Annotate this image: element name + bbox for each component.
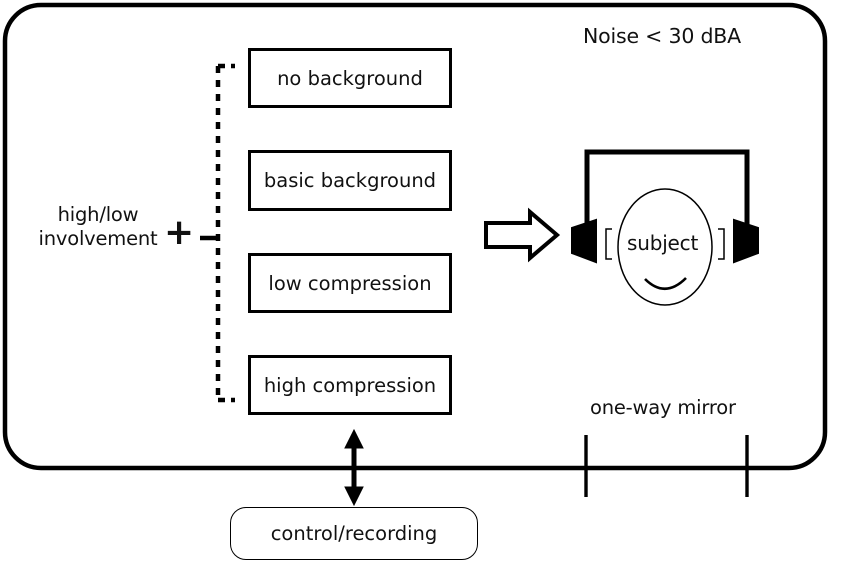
subject-smile-icon [644, 277, 687, 291]
headphones-right-earcup-icon [733, 218, 759, 264]
control-recording-box[interactable]: control/recording [230, 507, 478, 560]
listening-room-boundary [2, 2, 828, 471]
subject-left-ear-icon [605, 228, 612, 260]
noise-level-label: Noise < 30 dBA [583, 24, 741, 48]
subject-head-outline-icon [617, 188, 713, 306]
subject-label: subject [627, 231, 699, 255]
plus-operator-symbol: + [164, 212, 194, 253]
condition-group-bracket [200, 63, 235, 403]
subject-right-ear-icon [718, 228, 725, 260]
involvement-factor-line2: involvement [38, 227, 158, 251]
condition-box-low-compression[interactable]: low compression [248, 253, 452, 313]
headphones-headband-icon [584, 149, 750, 232]
involvement-factor-line1: high/low [57, 203, 139, 226]
condition-box-basic-background[interactable]: basic background [248, 150, 452, 211]
headphones-left-earcup-icon [571, 218, 597, 264]
condition-box-no-background[interactable]: no background [248, 48, 452, 108]
block-arrow-right-icon [484, 207, 561, 263]
one-way-mirror-label: one-way mirror [590, 396, 736, 419]
condition-box-high-compression[interactable]: high compression [248, 355, 452, 415]
double-headed-vertical-arrow-icon [344, 428, 364, 507]
